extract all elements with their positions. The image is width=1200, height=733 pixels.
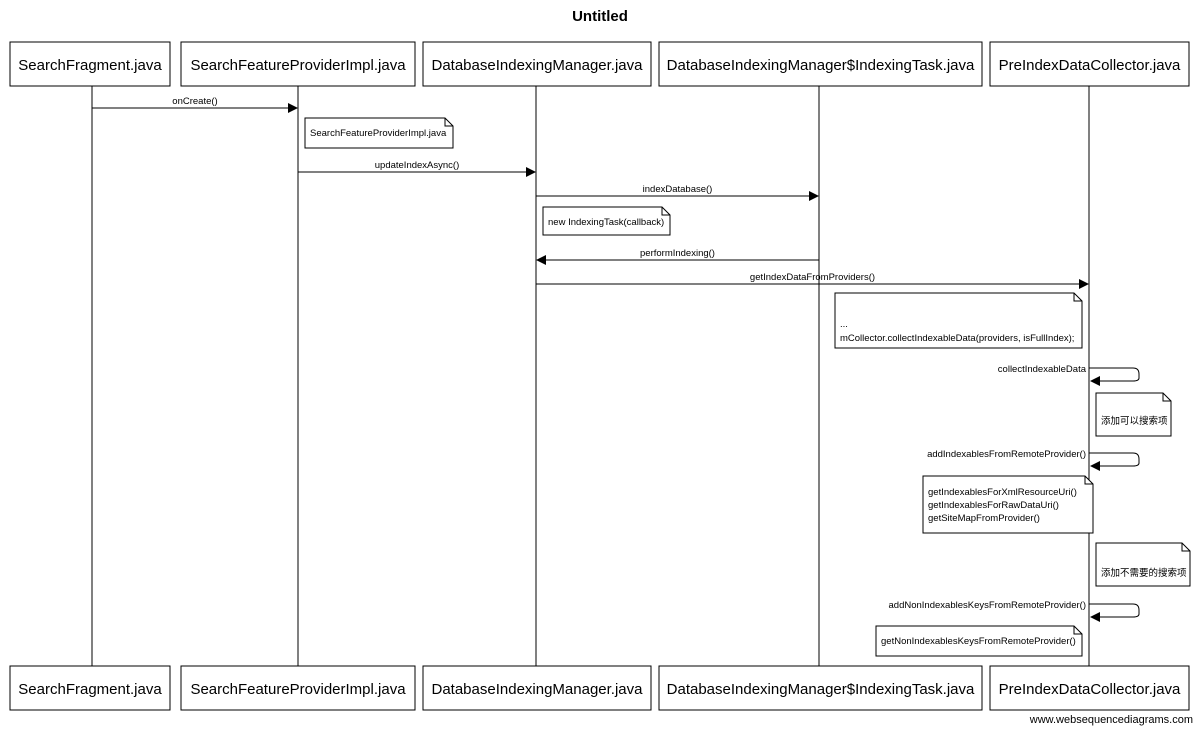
note-box (1095, 392, 1172, 437)
participant-box-bottom (989, 665, 1190, 711)
message-label: indexDatabase() (643, 184, 713, 195)
participant-box-bottom (422, 665, 652, 711)
note-text: getSiteMapFromProvider() (928, 513, 1040, 524)
message-label: addIndexablesFromRemoteProvider() (927, 449, 1086, 460)
participant-box-top (658, 41, 983, 87)
note-text: 添加可以搜索项 (1101, 415, 1168, 427)
note-fold (661, 207, 670, 216)
participant-label: DatabaseIndexingManager$IndexingTask.jav… (667, 57, 975, 74)
participant-box-bottom (658, 665, 983, 711)
participant-box-top (9, 41, 171, 87)
participant-label: DatabaseIndexingManager.java (432, 57, 644, 74)
message-label: updateIndexAsync() (375, 160, 460, 171)
note-box (834, 292, 1083, 349)
note-text: ... (840, 319, 848, 330)
note-text: SearchFeatureProviderImpl.java (310, 128, 447, 139)
message-label: getIndexDataFromProviders() (750, 272, 875, 283)
note-fold (1181, 543, 1190, 552)
participant-label: SearchFragment.java (18, 681, 162, 698)
participant-label: DatabaseIndexingManager$IndexingTask.jav… (667, 681, 975, 698)
participant-label: DatabaseIndexingManager.java (432, 681, 644, 698)
diagram-title: Untitled (572, 8, 628, 25)
note-box (542, 206, 671, 236)
note-fold (444, 118, 453, 127)
participant-box-top (989, 41, 1190, 87)
note-fold (1073, 626, 1082, 635)
note-text: new IndexingTask(callback) (548, 217, 664, 228)
note-text: mCollector.collectIndexableData(provider… (840, 333, 1074, 344)
participant-label: SearchFeatureProviderImpl.java (190, 681, 406, 698)
participant-box-bottom (180, 665, 416, 711)
participant-label: PreIndexDataCollector.java (999, 681, 1181, 698)
message-label: collectIndexableData (998, 364, 1087, 375)
participant-box-top (422, 41, 652, 87)
note-box (922, 475, 1094, 534)
watermark-text: www.websequencediagrams.com (1029, 714, 1193, 726)
note-text: 添加不需要的搜索项 (1101, 567, 1187, 579)
message-label: addNonIndexablesKeysFromRemoteProvider() (889, 600, 1086, 611)
note-fold (1073, 293, 1082, 302)
participant-box-bottom (9, 665, 171, 711)
note-box (1095, 542, 1191, 587)
note-fold (1162, 393, 1171, 402)
note-fold (1084, 476, 1093, 485)
message-arrow-self (1089, 367, 1140, 386)
note-text: getIndexablesForRawDataUri() (928, 500, 1059, 511)
message-label: onCreate() (172, 96, 217, 107)
message-label: performIndexing() (640, 248, 715, 259)
message-arrow-self (1089, 603, 1140, 622)
participant-box-top (180, 41, 416, 87)
note-text: getNonIndexablesKeysFromRemoteProvider() (881, 636, 1076, 647)
participant-label: SearchFeatureProviderImpl.java (190, 57, 406, 74)
participant-label: PreIndexDataCollector.java (999, 57, 1181, 74)
message-arrow-self (1089, 452, 1140, 471)
note-text: getIndexablesForXmlResourceUri() (928, 487, 1077, 498)
note-box (875, 625, 1083, 657)
note-box (304, 117, 454, 149)
participant-label: SearchFragment.java (18, 57, 162, 74)
